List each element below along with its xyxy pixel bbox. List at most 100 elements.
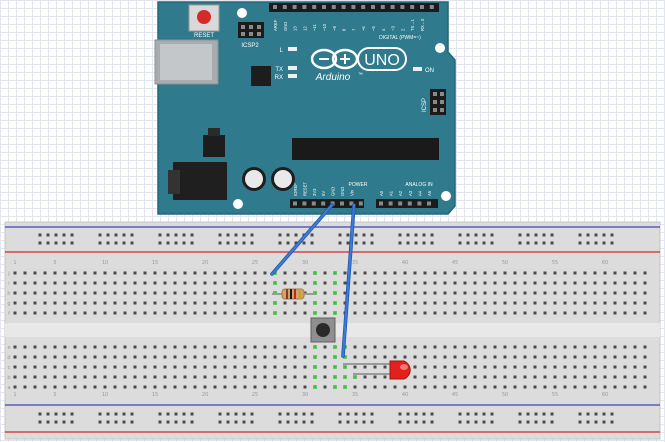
breadboard-hole[interactable] (233, 365, 237, 369)
breadboard-hole[interactable] (173, 281, 177, 285)
rail-hole[interactable] (218, 233, 222, 237)
rail-hole[interactable] (302, 412, 306, 416)
rail-hole[interactable] (430, 420, 434, 424)
rail-hole[interactable] (242, 241, 246, 245)
header-pin[interactable] (388, 201, 393, 206)
breadboard-hole[interactable] (543, 345, 547, 349)
breadboard-hole[interactable] (193, 301, 197, 305)
breadboard-hole[interactable] (493, 365, 497, 369)
rail-hole[interactable] (182, 241, 186, 245)
breadboard-hole[interactable] (533, 291, 537, 295)
breadboard-hole[interactable] (153, 385, 157, 389)
breadboard-hole[interactable] (283, 345, 287, 349)
rail-hole[interactable] (518, 233, 522, 237)
header-pin[interactable] (257, 32, 261, 36)
rail-hole[interactable] (226, 241, 230, 245)
breadboard-hole[interactable] (183, 281, 187, 285)
rail-hole[interactable] (106, 420, 110, 424)
breadboard-hole[interactable] (153, 355, 157, 359)
rail-hole[interactable] (578, 412, 582, 416)
breadboard-hole[interactable] (443, 301, 447, 305)
rail-hole[interactable] (114, 233, 118, 237)
rail-hole[interactable] (370, 420, 374, 424)
rail-hole[interactable] (278, 241, 282, 245)
breadboard-hole[interactable] (133, 345, 137, 349)
breadboard-hole[interactable] (453, 365, 457, 369)
rail-hole[interactable] (466, 241, 470, 245)
breadboard-hole[interactable] (453, 375, 457, 379)
header-pin[interactable] (440, 108, 444, 112)
rail-hole[interactable] (526, 233, 530, 237)
rail-hole[interactable] (190, 241, 194, 245)
breadboard-hole[interactable] (623, 271, 627, 275)
breadboard-hole[interactable] (93, 345, 97, 349)
breadboard-hole[interactable] (573, 375, 577, 379)
breadboard-hole[interactable] (103, 385, 107, 389)
breadboard-hole[interactable] (223, 281, 227, 285)
breadboard-hole[interactable] (13, 291, 17, 295)
breadboard-hole[interactable] (243, 281, 247, 285)
breadboard-hole[interactable] (123, 291, 127, 295)
breadboard-hole[interactable] (393, 281, 397, 285)
breadboard-hole[interactable] (43, 291, 47, 295)
breadboard-hole[interactable] (253, 375, 257, 379)
breadboard-hole[interactable] (303, 311, 307, 315)
breadboard-hole[interactable] (623, 301, 627, 305)
rail-hole[interactable] (490, 420, 494, 424)
rail-hole[interactable] (310, 420, 314, 424)
breadboard-hole[interactable] (213, 355, 217, 359)
breadboard-hole[interactable] (553, 345, 557, 349)
breadboard-hole[interactable] (413, 271, 417, 275)
breadboard-hole[interactable] (193, 385, 197, 389)
breadboard-hole[interactable] (93, 271, 97, 275)
breadboard-hole[interactable] (153, 345, 157, 349)
breadboard-hole[interactable] (243, 301, 247, 305)
breadboard-hole[interactable] (363, 365, 367, 369)
breadboard-hole[interactable] (503, 355, 507, 359)
breadboard-hole[interactable] (13, 311, 17, 315)
breadboard-hole[interactable] (323, 271, 327, 275)
breadboard-hole[interactable] (603, 311, 607, 315)
breadboard-hole[interactable] (233, 345, 237, 349)
breadboard-hole[interactable] (53, 301, 57, 305)
breadboard-hole[interactable] (543, 375, 547, 379)
rail-hole[interactable] (46, 412, 50, 416)
breadboard-hole[interactable] (553, 365, 557, 369)
breadboard-hole[interactable] (83, 291, 87, 295)
breadboard-hole[interactable] (423, 355, 427, 359)
breadboard-hole[interactable] (43, 271, 47, 275)
breadboard-hole[interactable] (543, 385, 547, 389)
breadboard-hole[interactable] (523, 365, 527, 369)
breadboard-hole[interactable] (283, 385, 287, 389)
breadboard-hole[interactable] (463, 385, 467, 389)
rail-hole[interactable] (534, 412, 538, 416)
breadboard-hole[interactable] (153, 375, 157, 379)
breadboard-hole[interactable] (573, 311, 577, 315)
breadboard-hole[interactable] (613, 365, 617, 369)
breadboard-hole[interactable] (343, 281, 347, 285)
breadboard-hole[interactable] (573, 281, 577, 285)
breadboard-hole[interactable] (173, 291, 177, 295)
rail-hole[interactable] (610, 241, 614, 245)
rail-hole[interactable] (526, 420, 530, 424)
breadboard-hole[interactable] (323, 301, 327, 305)
breadboard-hole[interactable] (383, 365, 387, 369)
rail-hole[interactable] (278, 420, 282, 424)
breadboard-hole[interactable] (253, 345, 257, 349)
rail-hole[interactable] (610, 420, 614, 424)
breadboard-hole[interactable] (423, 365, 427, 369)
breadboard-hole[interactable] (583, 311, 587, 315)
breadboard-hole[interactable] (443, 311, 447, 315)
rail-hole[interactable] (218, 241, 222, 245)
rail-hole[interactable] (166, 420, 170, 424)
breadboard-hole[interactable] (383, 281, 387, 285)
breadboard-hole[interactable] (123, 365, 127, 369)
rail-hole[interactable] (38, 412, 42, 416)
breadboard-hole[interactable] (43, 345, 47, 349)
breadboard-hole[interactable] (53, 355, 57, 359)
breadboard-hole[interactable] (33, 375, 37, 379)
breadboard-hole[interactable] (413, 291, 417, 295)
breadboard-hole[interactable] (223, 345, 227, 349)
breadboard-hole[interactable] (373, 301, 377, 305)
breadboard-hole[interactable] (593, 385, 597, 389)
